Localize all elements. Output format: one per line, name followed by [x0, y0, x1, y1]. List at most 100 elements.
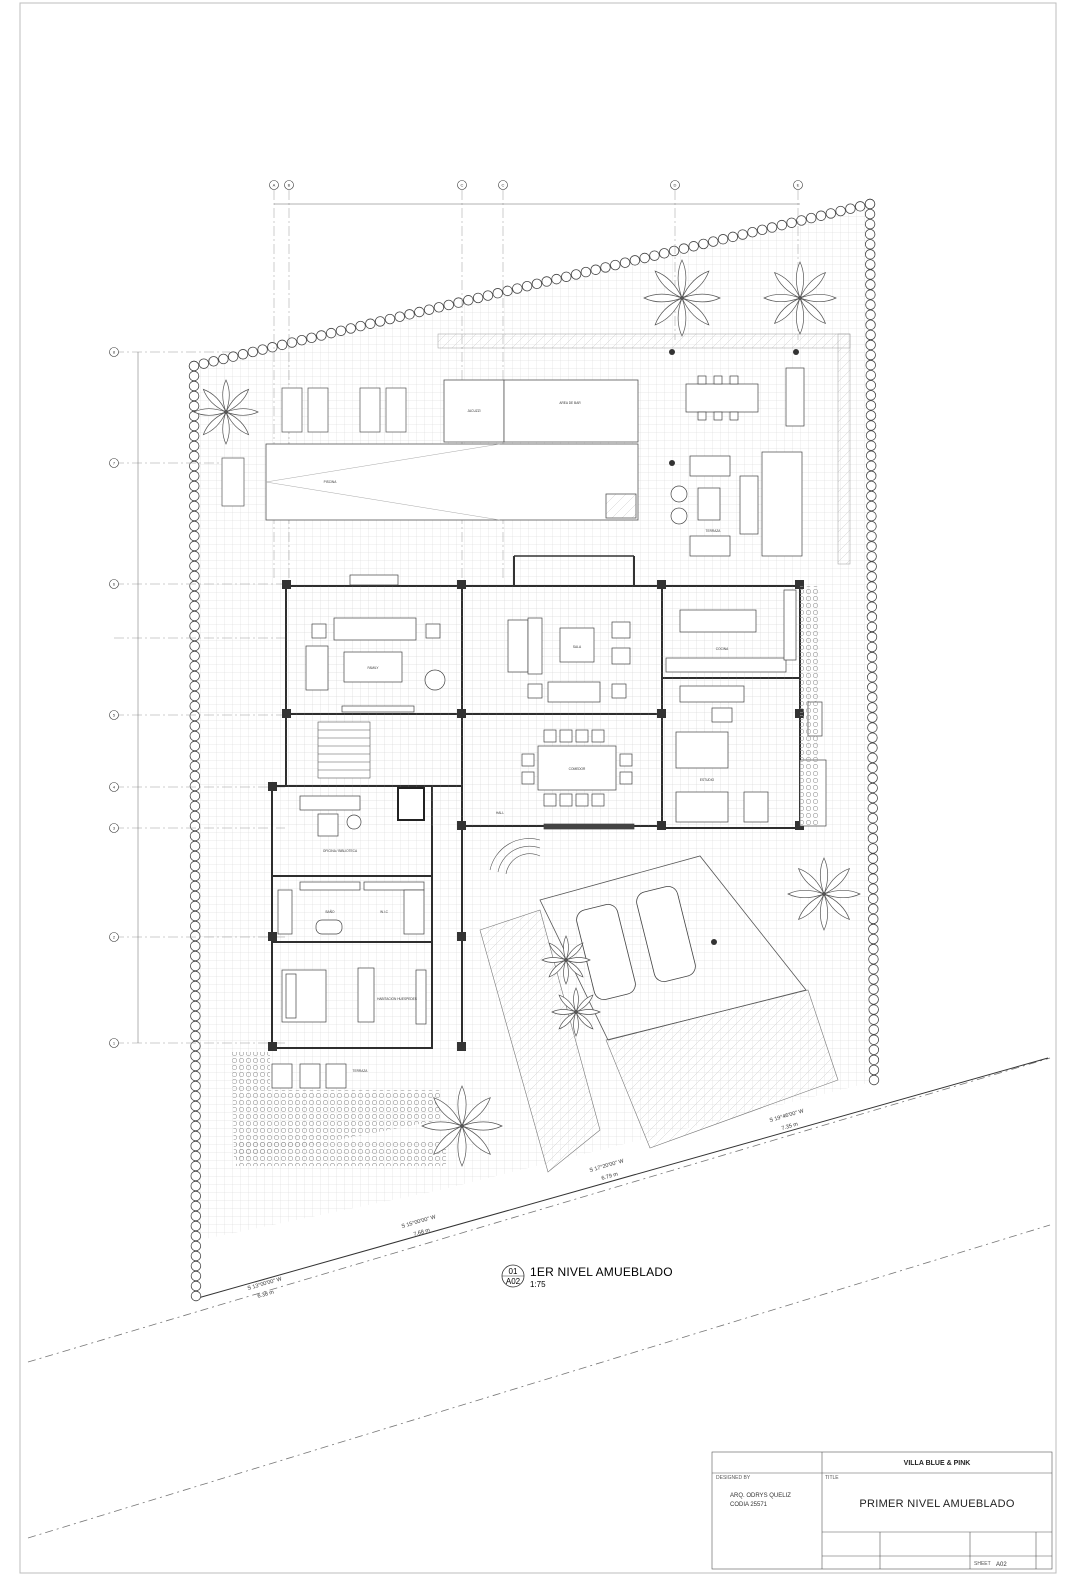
hedge-shrub [189, 560, 200, 572]
property-line [197, 1057, 1049, 1299]
hedge-shrub [619, 257, 631, 268]
hedge-shrub [868, 984, 879, 995]
hedge-shrub [796, 215, 807, 226]
hedge-shrub [786, 217, 797, 228]
grid-bubble [269, 180, 279, 190]
hedge-shrub [365, 318, 376, 329]
room-label: JACUZZI [467, 409, 480, 413]
hedge-shrub [188, 380, 200, 392]
entry-stair [489, 838, 541, 875]
hedge-shrub [866, 601, 878, 612]
hedge-shrub [867, 722, 878, 733]
hedge-shrub [188, 370, 200, 382]
grid-label: 4 [113, 785, 116, 790]
hedge-shrub [463, 295, 474, 306]
hedge-shrub [502, 285, 513, 297]
guest-terrace [271, 1063, 347, 1089]
stone-border [800, 586, 820, 826]
title-label: TITLE [825, 1475, 839, 1481]
hedge-shrub [868, 1024, 879, 1035]
hedge-shrub [453, 297, 464, 308]
hedge-shrub [866, 470, 877, 482]
hedge-shrub [190, 1230, 202, 1242]
hedge-shrub [865, 299, 876, 310]
hedge-shrub [189, 640, 200, 652]
hedge-shrub [423, 304, 435, 315]
room-label: TERRAZA [353, 1069, 369, 1073]
hedge-shrub [865, 450, 877, 461]
hedge-shrub [866, 661, 878, 673]
street-line [27, 1057, 1051, 1363]
hedge-shrub [868, 933, 879, 945]
grid-label: 5 [113, 713, 116, 718]
hedge-shrub [865, 440, 877, 451]
room-label: HABITACION HUESPEDES [377, 997, 417, 1001]
hedge-shrub [659, 248, 670, 259]
hedge-shrub [190, 980, 201, 992]
oficina-furniture [299, 787, 425, 837]
hedge-shrub [865, 279, 876, 290]
room-label: FAMILY [367, 666, 379, 670]
hedge-shrub [866, 541, 877, 552]
hedge-shrub [189, 550, 200, 562]
hedge-shrub [867, 802, 878, 814]
project-name: VILLA BLUE & PINK [904, 1460, 971, 1467]
hedge-shrub [688, 241, 699, 252]
hedge-shrub [189, 900, 201, 912]
landscape-plants [193, 259, 861, 1167]
hedge-shrub [394, 311, 405, 322]
grid-label: 7 [113, 461, 116, 466]
hedge-shrub [374, 316, 386, 327]
hedge-shrub [189, 810, 201, 822]
hedge-shrub [747, 226, 758, 238]
palm-plant [787, 857, 861, 931]
hedge-shrub [639, 252, 650, 264]
bearing-label: S 19°46'00" W [769, 1108, 806, 1124]
hedge-shrub [570, 269, 582, 280]
hedge-shrub [189, 840, 201, 852]
hedge-shrub [190, 930, 201, 942]
hedge-shrub [845, 203, 856, 214]
hedge-shrub [190, 1180, 201, 1192]
room-label: PISCINA [324, 480, 338, 484]
grid-bubble [457, 180, 467, 190]
designer-license: CODIA 25571 [730, 1502, 768, 1508]
hedge-shrub [189, 910, 201, 922]
hedge-shrub [188, 440, 200, 452]
hedge-shrub [867, 772, 878, 784]
columns [669, 349, 799, 945]
sheet-number: A02 [996, 1562, 1007, 1568]
hedge-shrub [190, 970, 201, 982]
pool [265, 379, 639, 521]
hedge-shrub [189, 790, 201, 802]
hedge-shrub [189, 830, 201, 842]
hedge-shrub [864, 239, 876, 250]
room-label: SALA [573, 645, 582, 649]
hedge-shrub [189, 620, 200, 632]
hedge-shrub [868, 974, 879, 985]
room-label: BAÑO [325, 909, 335, 914]
kitchen-furniture [665, 589, 797, 723]
hedge-shrub [189, 730, 200, 742]
room-label: ESTUDIO [700, 778, 715, 782]
hedge-shrub [590, 264, 601, 275]
stairs [317, 721, 371, 779]
sala-furniture [507, 555, 635, 703]
hedge-shrub [867, 853, 879, 864]
hedge-shrub [806, 212, 817, 224]
hedge-shrub [189, 530, 200, 542]
grid-bubble [109, 932, 119, 942]
hedge-shrub [868, 913, 879, 925]
hedge-shrub [190, 1000, 201, 1012]
hedge-shrub [868, 1064, 880, 1076]
hedge-shrub [865, 269, 876, 280]
hedge-shrub [868, 1044, 880, 1055]
grid-label: D [674, 183, 677, 188]
hedge-shrub [218, 353, 229, 365]
palm-plant [541, 935, 591, 985]
hedge-shrub [227, 351, 239, 362]
hedge-shrub [865, 359, 876, 371]
hedge-shrub [189, 600, 200, 612]
grid-bubble [109, 782, 119, 792]
hedge-shrub [190, 1080, 201, 1092]
